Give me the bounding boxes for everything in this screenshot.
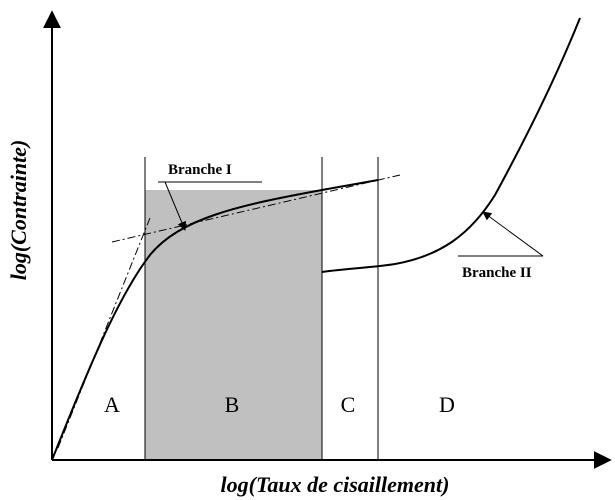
region-label-d: D bbox=[439, 392, 455, 417]
asymptote-line-low bbox=[57, 217, 151, 449]
region-label-c: C bbox=[341, 392, 356, 417]
branch-one-curve bbox=[51, 179, 379, 461]
x-axis-title: log(Taux de cisaillement) bbox=[221, 472, 450, 497]
branch-two-pointer-arrow bbox=[482, 211, 544, 257]
branch-one-label: Branche I bbox=[168, 162, 232, 178]
branch-two-label: Branche II bbox=[462, 265, 532, 281]
shaded-region-b bbox=[145, 190, 322, 460]
branch-two-curve bbox=[321, 17, 581, 273]
asymptote-line-high bbox=[111, 174, 401, 243]
region-label-a: A bbox=[104, 392, 120, 417]
region-label-b: B bbox=[225, 392, 240, 417]
y-axis-title: log(Contrainte) bbox=[6, 140, 31, 281]
branch-one-pointer-arrow bbox=[164, 181, 187, 231]
